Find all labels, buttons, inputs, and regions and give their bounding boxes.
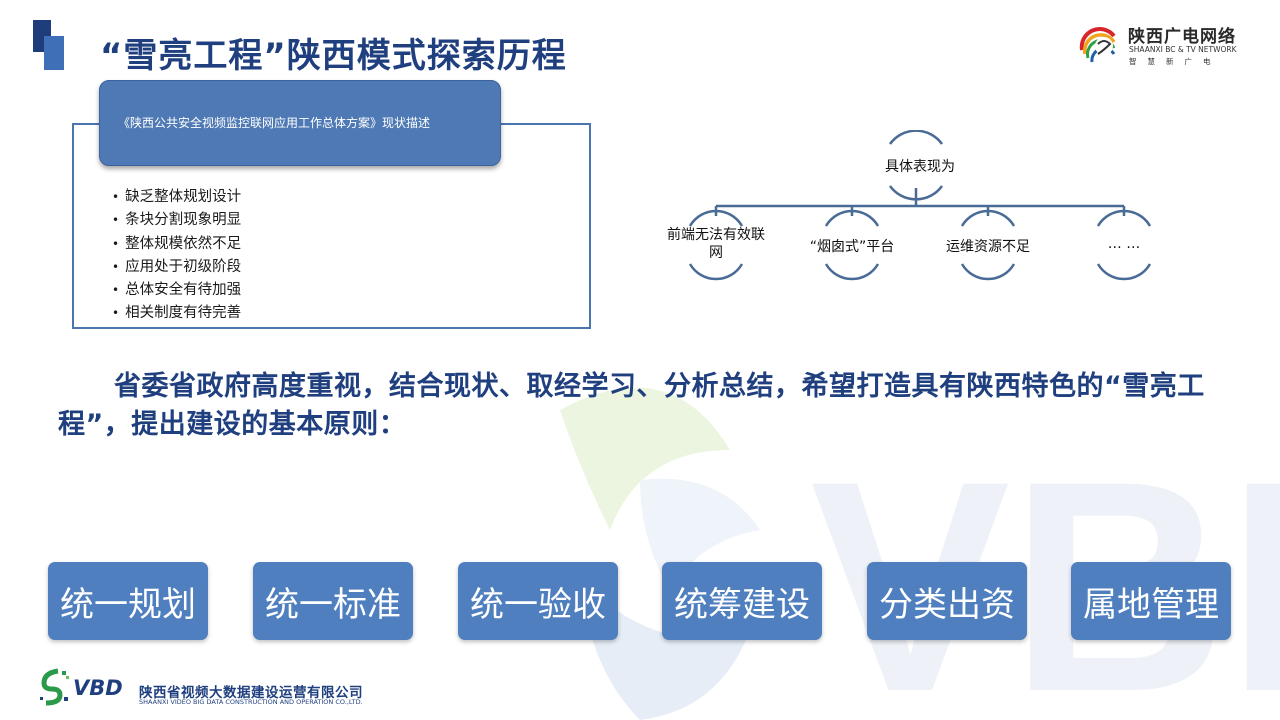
- status-panel-header: [99, 80, 501, 166]
- title-accent-light: [44, 36, 64, 70]
- principle-classified-funding-button[interactable]: 分类出资: [867, 562, 1027, 640]
- status-bullet-item: 缺乏整体规划设计: [112, 186, 241, 209]
- shaanxi-network-name: 陕西广电网络: [1128, 27, 1236, 47]
- status-bullet-item: 总体安全有待加强: [112, 279, 241, 302]
- shaanxi-network-logo-icon: [1079, 27, 1116, 63]
- child-arc-top-4: [1096, 209, 1152, 227]
- status-bullet-item: 应用处于初级阶段: [112, 256, 241, 279]
- child-arc-bottom-3: [960, 263, 1016, 281]
- diagram-connectors: [688, 130, 1152, 281]
- manifestation-diagram: [688, 130, 1152, 281]
- vbd-company-name: 陕西省视频大数据建设运营有限公司: [139, 685, 363, 701]
- principle-coordinated-construction-button[interactable]: 统筹建设: [662, 562, 822, 640]
- status-bullet-item: 条块分割现象明显: [112, 209, 241, 232]
- diagram-child-node: … …: [1107, 236, 1141, 252]
- child-arc-top-2: [824, 209, 880, 227]
- principle-unified-planning-button[interactable]: 统一规划: [48, 562, 208, 640]
- child-arc-top-3: [960, 209, 1016, 227]
- diagram-root-node: 具体表现为: [885, 159, 955, 175]
- vbd-logo-abbr: VBD: [73, 676, 123, 700]
- status-bullet-item: 相关制度有待完善: [112, 302, 241, 325]
- diagram-child-node: “烟囱式”平台: [809, 239, 895, 255]
- page-title: “雪亮工程”陕西模式探索历程: [100, 36, 567, 76]
- principle-unified-standard-button[interactable]: 统一标准: [253, 562, 413, 640]
- status-bullet-list: 缺乏整体规划设计 条块分割现象明显 整体规模依然不足 应用处于初级阶段 总体安全…: [112, 186, 241, 326]
- status-bullet-item: 整体规模依然不足: [112, 233, 241, 256]
- child-arc-bottom-4: [1096, 263, 1152, 281]
- diagram-child-node: 运维资源不足: [946, 239, 1030, 255]
- shaanxi-network-english: SHAANXI BC & TV NETWORK: [1129, 45, 1237, 54]
- vbd-company-english: SHAANXI VIDEO BIG DATA CONSTRUCTION AND …: [139, 698, 363, 706]
- shaanxi-network-tagline: 智慧新广电: [1129, 57, 1222, 66]
- child-arc-bottom-2: [824, 263, 880, 281]
- status-panel-header-text: 《陕西公共安全视频监控联网应用工作总体方案》现状描述: [118, 116, 431, 130]
- diagram-child-node: 前端无法有效联网: [667, 227, 765, 261]
- principle-local-management-button[interactable]: 属地管理: [1071, 562, 1231, 640]
- principles-statement: 省委省政府高度重视，结合现状、取经学习、分析总结，希望打造具有陕西特色的“雪亮工…: [58, 371, 1205, 440]
- vbd-logo-icon: [40, 668, 69, 706]
- child-arc-bottom-1: [688, 263, 744, 281]
- child-arc-top-1: [688, 209, 744, 227]
- principle-unified-acceptance-button[interactable]: 统一验收: [458, 562, 618, 640]
- root-arc-top: [888, 130, 944, 145]
